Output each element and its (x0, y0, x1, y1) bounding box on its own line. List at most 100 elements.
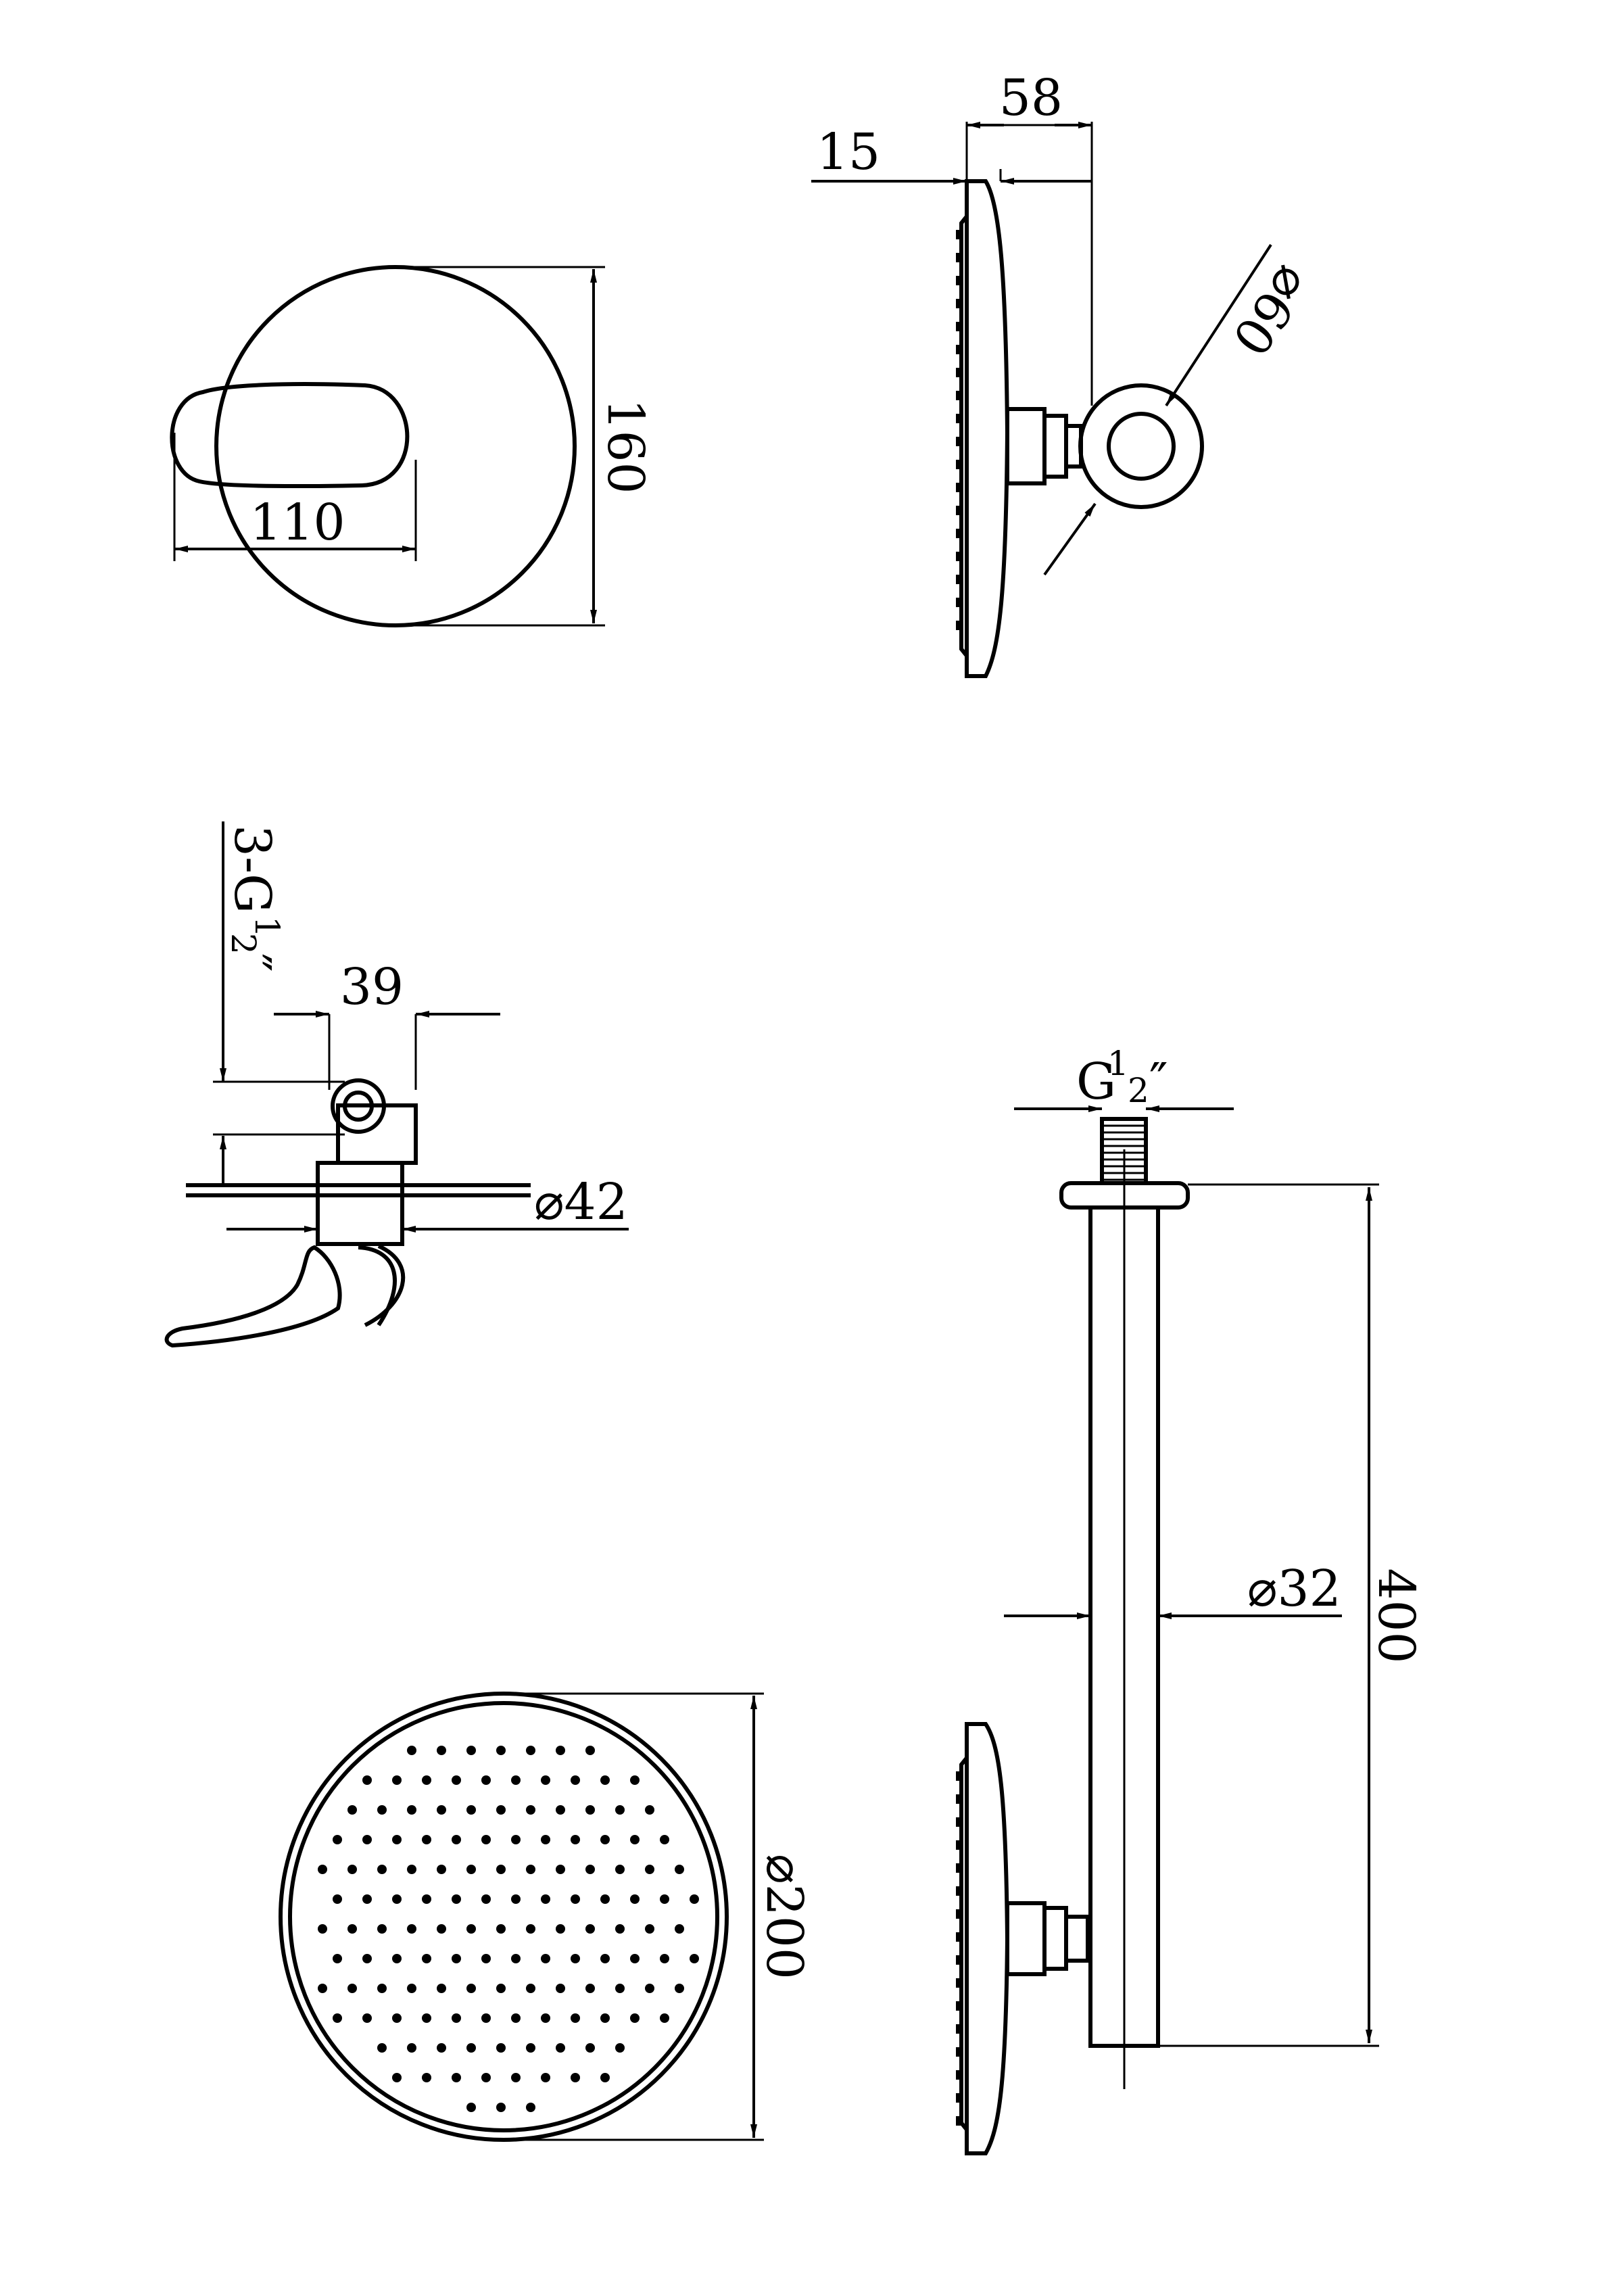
nozzle-dot (630, 1954, 640, 1963)
head-nozzles-bottom (956, 1771, 963, 2126)
nozzle-dot (675, 1924, 684, 1934)
nozzle-dot (481, 1775, 491, 1785)
nozzle-dot (615, 1805, 625, 1815)
nozzle-dot (526, 1984, 535, 1993)
nozzle-dot (481, 2013, 491, 2023)
nozzle-tip (956, 437, 963, 446)
nozzle-dot (362, 1775, 372, 1785)
nozzle-dot (526, 1746, 535, 1755)
nozzle-dot (526, 1865, 535, 1874)
nut (1042, 414, 1068, 479)
nozzle-dot (392, 2013, 402, 2023)
nozzle-dot (556, 1984, 565, 1993)
nozzle-dot (407, 1984, 416, 1993)
nozzle-dot (690, 1954, 699, 1963)
mixer-side-view: 3-G 1 2 ″ 39 ⌀42 (164, 821, 629, 1348)
nozzle-dot (466, 1924, 476, 1934)
nozzle-dot (333, 1835, 342, 1844)
nozzle-tip (956, 276, 963, 285)
dim-body-depth: 39 (340, 958, 404, 1016)
nozzle-tip (956, 529, 963, 538)
svg-text:″: ″ (223, 953, 281, 972)
nozzle-dot (437, 1924, 446, 1934)
svg-text:G: G (1076, 1053, 1116, 1111)
nozzle-dot (556, 1746, 565, 1755)
nozzle-dot (318, 1924, 327, 1934)
nozzle-dot (630, 1894, 640, 1904)
nozzle-dot (377, 1865, 387, 1874)
nozzle-dot (571, 2013, 580, 2023)
nozzle-tip (956, 552, 963, 561)
nozzle-tip (956, 368, 963, 377)
nozzle-dot (511, 1835, 521, 1844)
nozzle-dot (422, 1954, 431, 1963)
nozzle-dot (466, 2103, 476, 2112)
nozzle-tip (956, 1863, 963, 1873)
nozzle-dot (496, 2043, 506, 2053)
svg-text:″: ″ (1149, 1053, 1168, 1111)
svg-text:2: 2 (1128, 1071, 1149, 1110)
nozzle-tip (956, 1886, 963, 1896)
nozzle-tip (956, 230, 963, 239)
nozzle-dot (660, 1954, 669, 1963)
nozzle-dot (392, 1775, 402, 1785)
head-nozzle-row (959, 215, 969, 657)
nozzle-dot (347, 1805, 357, 1815)
nozzle-dot (511, 1894, 521, 1904)
nozzle-dot (481, 1894, 491, 1904)
nozzle-dot (437, 2043, 446, 2053)
nozzle-dot (511, 1775, 521, 1785)
nozzle-tip (956, 1771, 963, 1781)
nozzle-dot (377, 1924, 387, 1934)
nozzle-dot (407, 1865, 416, 1874)
head-side-view: 15 58 ⌀60 (811, 69, 1322, 678)
flange-outer (1078, 383, 1204, 509)
nozzle-dot (362, 1835, 372, 1844)
nozzle-dot (422, 2073, 431, 2082)
nozzle-dot (496, 1746, 506, 1755)
nozzle-dot (600, 2013, 610, 2023)
nozzle-dot (437, 1984, 446, 1993)
nozzle-dot (422, 2013, 431, 2023)
arm-side-view: G 1 2 ″ ⌀32 400 (956, 1044, 1425, 2155)
dim-arm-thread: G 1 2 ″ (1076, 1044, 1168, 1111)
nozzle-tip (956, 2024, 963, 2034)
nozzle-dot (407, 1805, 416, 1815)
nozzle-dot (645, 1805, 654, 1815)
nozzle-dot (615, 2043, 625, 2053)
nozzle-tip (956, 414, 963, 423)
nozzle-dot (571, 1835, 580, 1844)
nozzle-dot (466, 2043, 476, 2053)
nozzle-tip (956, 460, 963, 469)
nozzle-tip (956, 2116, 963, 2126)
nozzle-dot (392, 1835, 402, 1844)
nozzle-tip (956, 483, 963, 492)
nozzle-tip (956, 391, 963, 400)
nozzle-dot (571, 1954, 580, 1963)
nozzle-dot (556, 2043, 565, 2053)
nozzle-dot (690, 1894, 699, 1904)
nozzle-dot (347, 1865, 357, 1874)
nozzle-dot (466, 1805, 476, 1815)
nozzle-dot (571, 1775, 580, 1785)
dim-cartridge-diameter: ⌀42 (534, 1173, 628, 1231)
nozzle-tip (956, 1794, 963, 1804)
nozzle-dot (571, 2073, 580, 2082)
nozzle-dot (645, 1984, 654, 1993)
nozzle-dot (615, 1984, 625, 1993)
nozzle-dot (437, 1865, 446, 1874)
nozzle-dot (645, 1924, 654, 1934)
nozzle-dot (585, 1805, 595, 1815)
inlet-ring (331, 1078, 386, 1134)
nozzle-dot (333, 2013, 342, 2023)
nozzle-dot (541, 1835, 550, 1844)
nozzle-dot (362, 1954, 372, 1963)
nozzle-dot (452, 1894, 461, 1904)
nozzle-dot (526, 1805, 535, 1815)
head-front-view: ⌀200 (279, 1692, 813, 2142)
nozzle-dot (496, 1865, 506, 1874)
nozzle-dot (377, 2043, 387, 2053)
nozzle-tip (956, 2001, 963, 2011)
nozzle-dot (511, 1954, 521, 1963)
